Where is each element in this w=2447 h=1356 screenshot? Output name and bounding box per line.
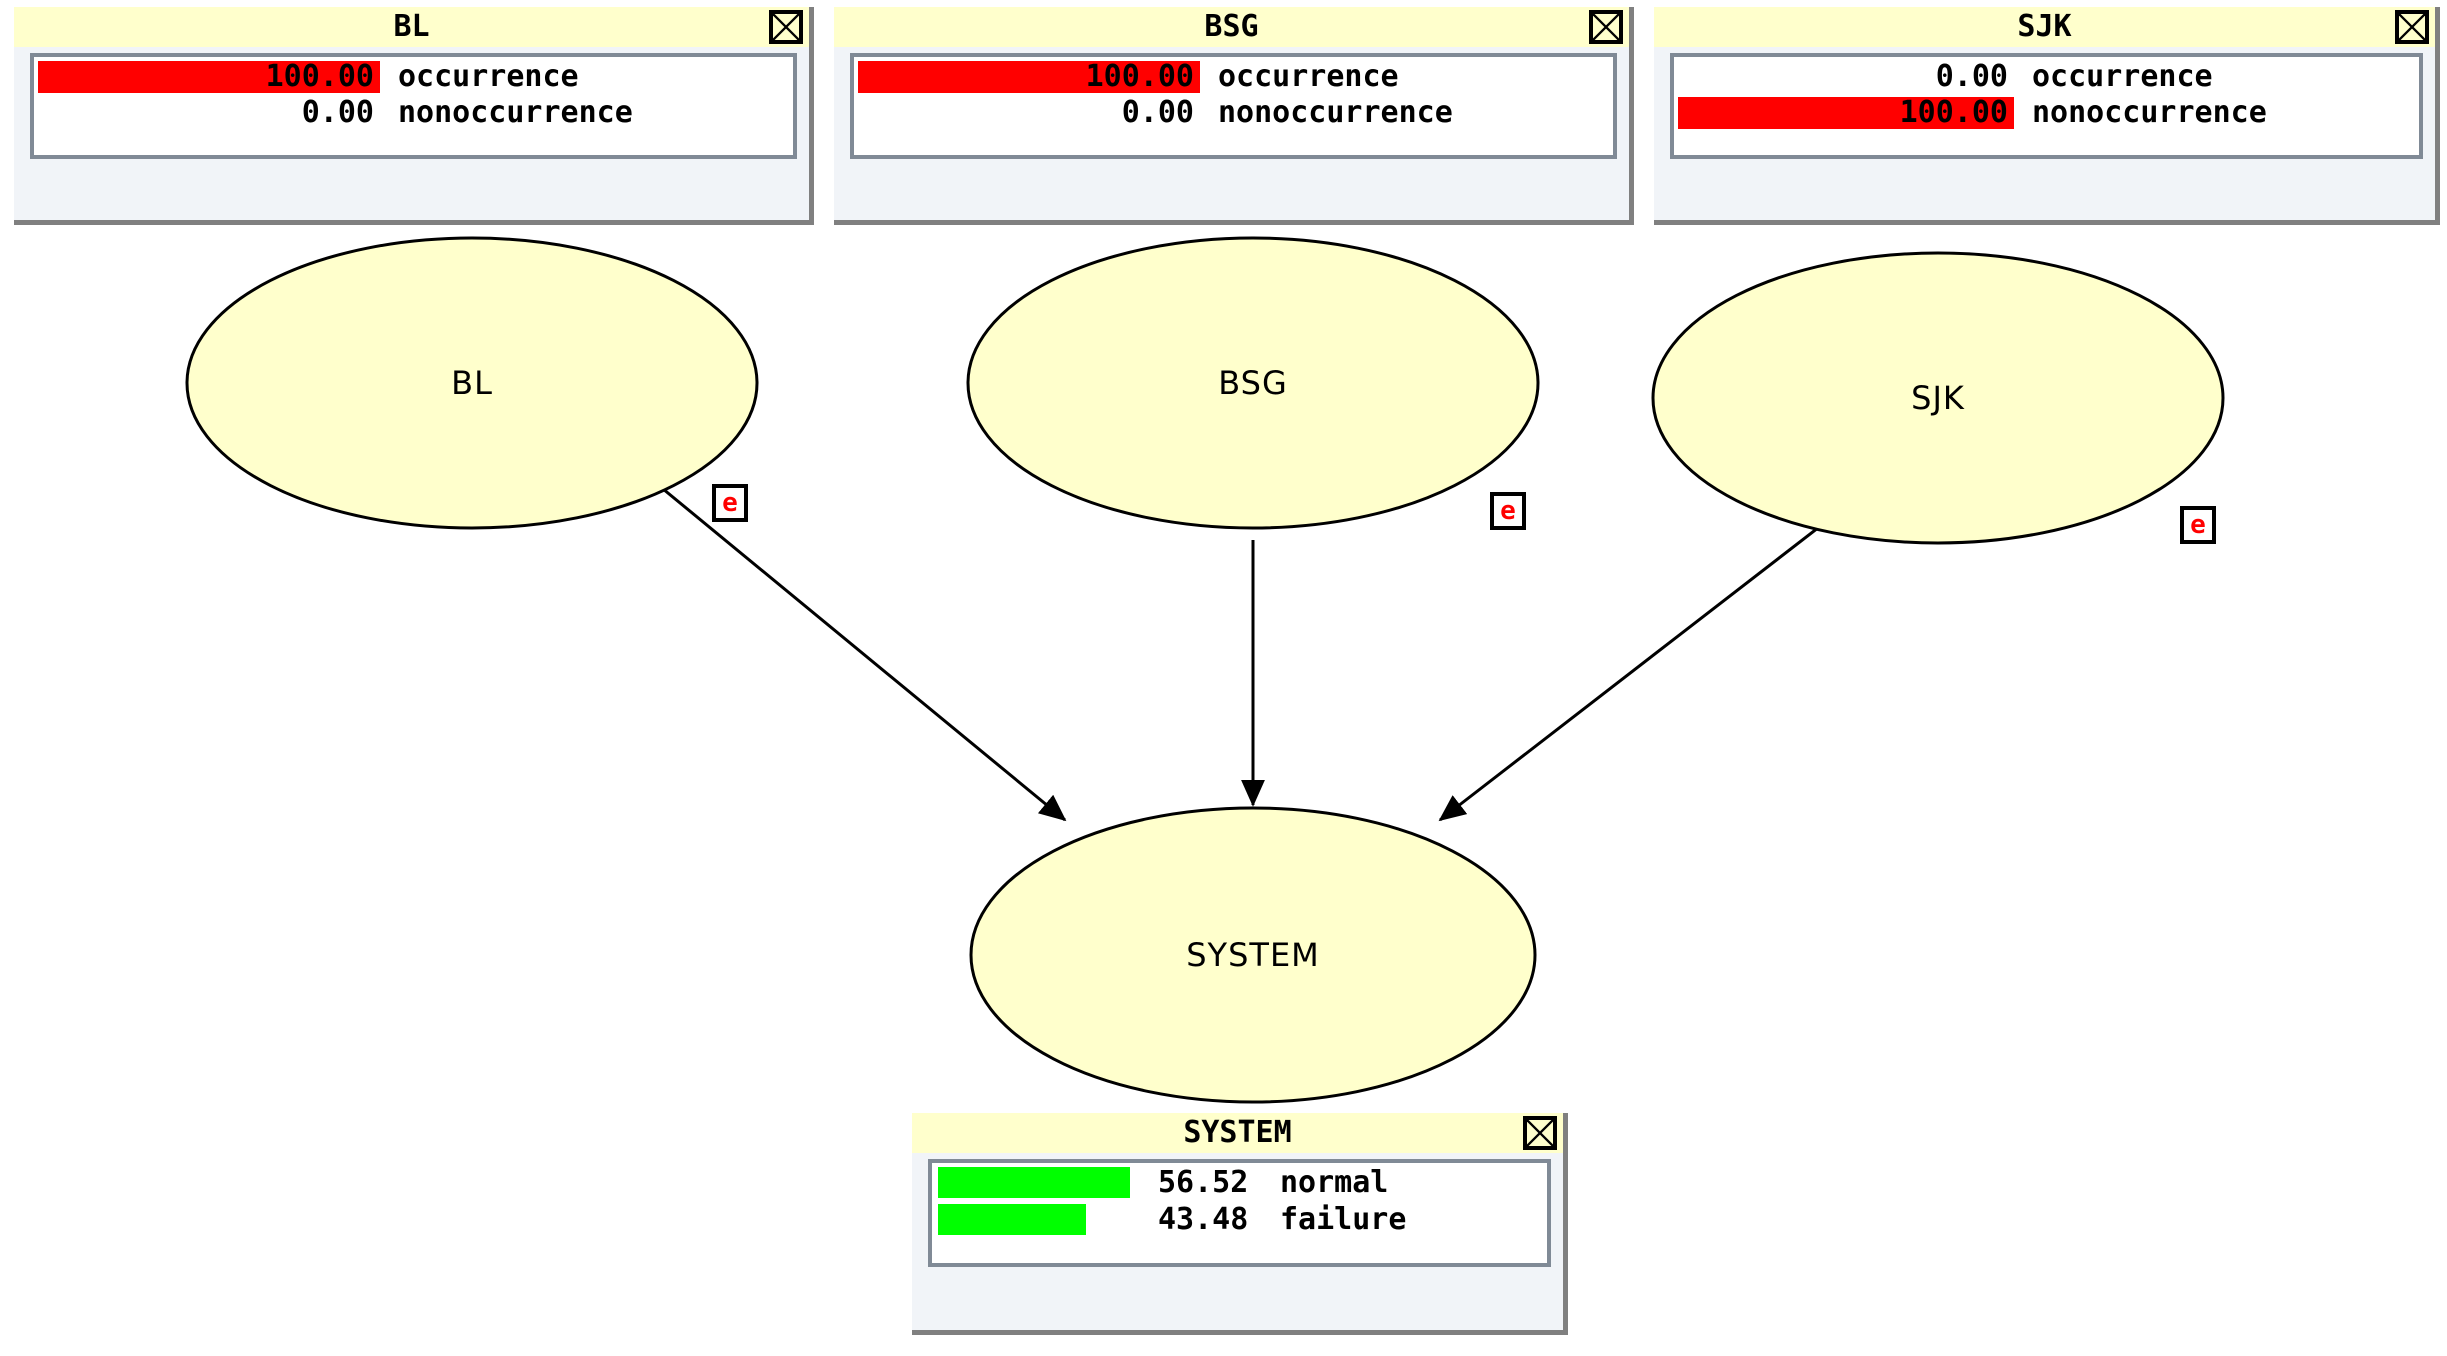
node-ellipse-bsg[interactable] [966,236,1540,530]
node-ellipse-bl[interactable] [185,236,759,530]
belief-row[interactable]: 100.00 occurrence [34,61,793,93]
belief-bar [938,1204,1086,1235]
belief-body: 100.00 occurrence 0.00 nonoccurrence [30,53,797,159]
belief-body: 0.00 occurrence 100.00 nonoccurrence [1670,53,2423,159]
belief-bar [938,1167,1130,1198]
belief-state-label: failure [1280,1202,1407,1237]
evidence-letter: e [2190,510,2206,540]
evidence-letter: e [722,488,738,518]
belief-row[interactable]: 43.48 failure [932,1204,1547,1237]
edge-bl-system [639,468,1067,822]
panel-title-system: SYSTEM [1183,1115,1292,1150]
node-label-bsg: BSG [1218,364,1288,402]
close-x-icon[interactable] [1589,10,1623,44]
belief-state-label: nonoccurrence [1218,95,1453,130]
belief-panel-bsg[interactable]: BSG 100.00 occurrence 0.00 nonoccurrence [834,7,1634,225]
belief-bar [1678,97,2014,129]
panel-titlebar[interactable]: SJK [1654,7,2435,47]
node-label-system: SYSTEM [1186,936,1320,974]
panel-title-bsg: BSG [1204,9,1259,44]
belief-value: 100.00 [265,59,374,94]
belief-panel-bl[interactable]: BL 100.00 occurrence 0.00 nonoccurrence [14,7,814,225]
belief-state-label: normal [1280,1165,1389,1200]
belief-body: 100.00 occurrence 0.00 nonoccurrence [850,53,1617,159]
node-label-sjk: SJK [1911,379,1965,417]
belief-state-label: occurrence [398,59,579,94]
belief-value: 43.48 [1158,1202,1249,1237]
belief-state-label: nonoccurrence [2032,95,2267,130]
belief-row[interactable]: 100.00 nonoccurrence [1674,97,2419,129]
panel-titlebar[interactable]: BSG [834,7,1629,47]
belief-state-label: occurrence [1218,59,1399,94]
belief-panel-sjk[interactable]: SJK 0.00 occurrence 100.00 nonoccurrence [1654,7,2440,225]
edge-sjk-system [1438,478,1881,822]
evidence-marker-bsg[interactable]: e [1490,492,1526,530]
panel-titlebar[interactable]: SYSTEM [912,1113,1563,1153]
belief-bar [38,61,380,93]
evidence-marker-bl[interactable]: e [712,484,748,522]
close-x-icon[interactable] [769,10,803,44]
belief-value: 56.52 [1158,1165,1249,1200]
panel-title-sjk: SJK [2017,9,2072,44]
belief-bar [858,61,1200,93]
belief-value: 100.00 [1899,95,2008,130]
belief-row[interactable]: 100.00 occurrence [854,61,1613,93]
panel-title-bl: BL [393,9,430,44]
evidence-letter: e [1500,496,1516,526]
node-ellipse-system[interactable] [969,806,1537,1104]
belief-state-label: nonoccurrence [398,95,633,130]
belief-panel-system[interactable]: SYSTEM 56.52 normal 43.48 failure [912,1113,1568,1335]
evidence-marker-sjk[interactable]: e [2180,506,2216,544]
node-ellipse-sjk[interactable] [1651,251,2225,545]
belief-row[interactable]: 0.00 nonoccurrence [854,97,1613,129]
belief-row[interactable]: 0.00 nonoccurrence [34,97,793,129]
node-label-bl: BL [451,364,493,402]
belief-value: 0.00 [1935,59,2008,94]
belief-row[interactable]: 56.52 normal [932,1167,1547,1200]
belief-value: 0.00 [301,95,374,130]
panel-titlebar[interactable]: BL [14,7,809,47]
belief-body: 56.52 normal 43.48 failure [928,1159,1551,1267]
belief-value: 0.00 [1121,95,1194,130]
close-x-icon[interactable] [2395,10,2429,44]
belief-value: 100.00 [1085,59,1194,94]
close-x-icon[interactable] [1523,1116,1557,1150]
belief-row[interactable]: 0.00 occurrence [1674,61,2419,93]
belief-state-label: occurrence [2032,59,2213,94]
